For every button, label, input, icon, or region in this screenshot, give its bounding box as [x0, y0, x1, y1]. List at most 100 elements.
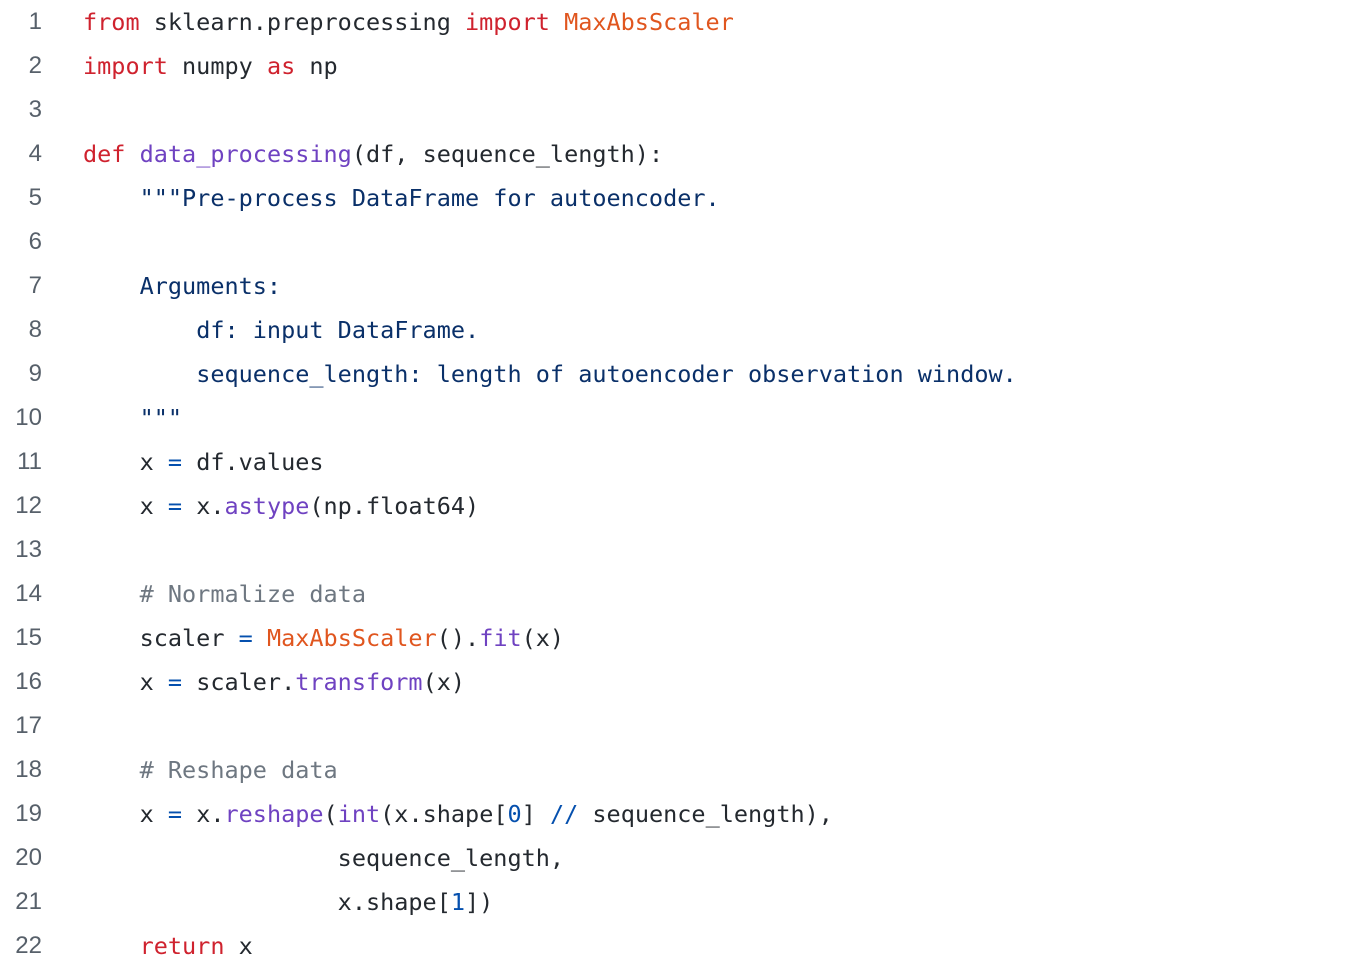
- code-line: 13: [0, 528, 1368, 572]
- code-token-cmt: # Normalize data: [139, 580, 366, 608]
- code-token-plain: sequence_length),: [578, 800, 833, 828]
- code-token-plain: numpy: [167, 52, 267, 80]
- code-token-plain: [253, 624, 267, 652]
- code-token-plain: ]: [521, 800, 550, 828]
- code-token-plain: x: [83, 668, 168, 696]
- code-token-kw: return: [139, 932, 225, 960]
- code-token-plain: x: [83, 800, 168, 828]
- code-token-plain: [83, 580, 140, 608]
- code-token-plain: (df, sequence_length):: [351, 140, 664, 168]
- code-text: def data_processing(df, sequence_length)…: [83, 132, 663, 176]
- code-line: 6: [0, 220, 1368, 264]
- code-token-op: =: [167, 668, 183, 696]
- code-line: 22 return x: [0, 924, 1368, 968]
- code-token-plain: [83, 184, 140, 212]
- line-number: 18: [15, 756, 42, 783]
- line-number: 11: [17, 448, 42, 475]
- code-token-plain: df.values: [182, 448, 324, 476]
- code-text: # Reshape data: [83, 748, 338, 792]
- code-token-str: sequence_length: length of autoencoder o…: [196, 360, 1017, 388]
- code-line: 18 # Reshape data: [0, 748, 1368, 792]
- code-token-str: """Pre-process DataFrame for autoencoder…: [139, 184, 720, 212]
- code-token-str: Arguments:: [139, 272, 282, 300]
- code-token-plain: sklearn.preprocessing: [139, 8, 466, 36]
- code-text: df: input DataFrame.: [83, 308, 479, 352]
- code-token-str: df: input DataFrame.: [196, 316, 480, 344]
- line-number: 5: [28, 184, 42, 211]
- code-token-fn: astype: [224, 492, 310, 520]
- line-number: 12: [15, 492, 42, 519]
- code-token-plain: sequence_length,: [83, 844, 565, 872]
- code-line: 15 scaler = MaxAbsScaler().fit(x): [0, 616, 1368, 660]
- code-line: 14 # Normalize data: [0, 572, 1368, 616]
- code-token-plain: x: [83, 448, 168, 476]
- code-token-plain: [83, 756, 140, 784]
- code-token-fn: transform: [295, 668, 423, 696]
- code-text: return x: [83, 924, 253, 968]
- code-token-plain: x: [224, 932, 253, 960]
- code-token-plain: [125, 140, 139, 168]
- line-number: 14: [15, 580, 42, 607]
- code-text: Arguments:: [83, 264, 281, 308]
- code-token-plain: ().: [436, 624, 480, 652]
- code-line: 16 x = scaler.transform(x): [0, 660, 1368, 704]
- code-token-plain: (x.shape[: [380, 800, 508, 828]
- code-token-num: 1: [450, 888, 466, 916]
- code-text: """Pre-process DataFrame for autoencoder…: [83, 176, 720, 220]
- code-line: 10 """: [0, 396, 1368, 440]
- code-line: 19 x = x.reshape(int(x.shape[0] // seque…: [0, 792, 1368, 836]
- code-token-fn: data_processing: [139, 140, 352, 168]
- code-line: 12 x = x.astype(np.float64): [0, 484, 1368, 528]
- code-token-plain: [83, 316, 196, 344]
- code-line: 20 sequence_length,: [0, 836, 1368, 880]
- code-token-op: =: [238, 624, 253, 652]
- code-text: import numpy as np: [83, 44, 338, 88]
- code-line: 21 x.shape[1]): [0, 880, 1368, 924]
- code-token-kw: def: [83, 140, 126, 168]
- code-line: 8 df: input DataFrame.: [0, 308, 1368, 352]
- code-token-plain: scaler: [83, 624, 239, 652]
- code-token-cmt: # Reshape data: [139, 756, 338, 784]
- code-token-op: =: [167, 492, 183, 520]
- code-line: 7 Arguments:: [0, 264, 1368, 308]
- code-text: # Normalize data: [83, 572, 366, 616]
- code-line: 3: [0, 88, 1368, 132]
- code-text: x = df.values: [83, 440, 324, 484]
- code-token-op: =: [167, 448, 183, 476]
- line-number: 21: [15, 888, 42, 915]
- code-token-num: 0: [507, 800, 522, 828]
- code-token-plain: x.: [182, 492, 225, 520]
- code-line: 9 sequence_length: length of autoencoder…: [0, 352, 1368, 396]
- line-number: 19: [15, 800, 42, 827]
- line-number: 4: [28, 140, 42, 167]
- code-text: scaler = MaxAbsScaler().fit(x): [83, 616, 565, 660]
- code-text: x = x.astype(np.float64): [83, 484, 480, 528]
- line-number: 22: [15, 932, 42, 959]
- code-token-plain: [550, 8, 564, 36]
- code-token-plain: (: [323, 800, 338, 828]
- code-token-op: =: [167, 800, 183, 828]
- line-number: 6: [28, 228, 42, 255]
- code-token-fn: fit: [479, 624, 522, 652]
- code-token-op: //: [549, 800, 579, 828]
- code-token-plain: x: [83, 492, 168, 520]
- line-number: 20: [15, 844, 42, 871]
- code-token-cls: MaxAbsScaler: [266, 624, 437, 652]
- line-number: 2: [28, 52, 42, 79]
- line-number: 13: [15, 536, 42, 563]
- code-text: x = scaler.transform(x): [83, 660, 465, 704]
- code-text: sequence_length: length of autoencoder o…: [83, 352, 1017, 396]
- code-token-fn: int: [337, 800, 381, 828]
- code-token-fn: reshape: [224, 800, 324, 828]
- code-text: x.shape[1]): [83, 880, 494, 924]
- code-text: """: [83, 396, 182, 440]
- line-number: 9: [28, 360, 42, 387]
- code-token-plain: ]): [465, 888, 494, 916]
- code-token-kw: import: [83, 52, 168, 80]
- line-number: 16: [15, 668, 42, 695]
- code-token-plain: [83, 360, 196, 388]
- code-token-plain: np: [295, 52, 338, 80]
- code-token-plain: x.shape[: [83, 888, 451, 916]
